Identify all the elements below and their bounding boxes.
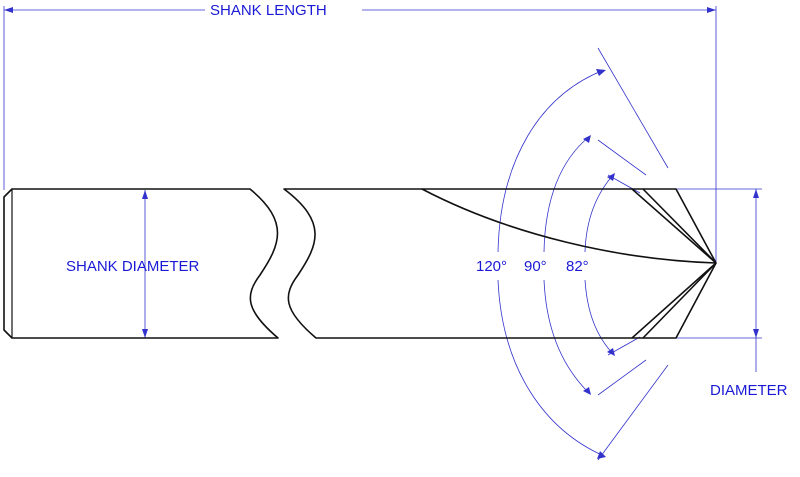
shank-diameter-label: SHANK DIAMETER [66, 258, 200, 275]
facet-lower-2 [642, 262, 717, 339]
drill-outline [3, 188, 717, 339]
angle-arc-90-lower [543, 279, 591, 395]
arrow-82-lower [607, 348, 615, 356]
angle-label-90: 90° [524, 258, 547, 275]
angle-arc-82-lower [584, 279, 615, 356]
facet-upper-1 [631, 188, 717, 264]
angle-ext-120-upper [597, 47, 669, 169]
angle-ext-90-lower [597, 359, 647, 396]
arrowheads [4, 7, 759, 459]
diameter-label: DIAMETER [710, 382, 788, 399]
flute-curve [421, 188, 717, 264]
angle-ext-90-upper [597, 139, 647, 176]
arrow-120-upper [596, 69, 606, 76]
arrow-90-lower [583, 387, 591, 395]
arrow-82-upper [607, 173, 615, 181]
arrow-diameter-bottom [753, 329, 759, 338]
angle-ext-120-lower [597, 364, 669, 461]
arrow-diameter-top [753, 189, 759, 198]
shank-left-body [3, 188, 279, 339]
dimension-lines [3, 6, 762, 461]
facet-upper-2 [642, 188, 717, 264]
arrow-shank-dia-bottom [142, 329, 148, 338]
drill-body [283, 188, 717, 339]
angle-label-120: 120° [476, 258, 508, 275]
arrow-shank-length-left [4, 7, 13, 13]
angle-arc-120-upper [497, 69, 605, 253]
arrow-90-upper [583, 135, 591, 143]
facet-lower-1 [631, 262, 717, 339]
arrow-120-lower [597, 451, 606, 459]
angle-arc-90-upper [543, 135, 591, 253]
angle-arc-120-lower [497, 279, 605, 457]
arrow-shank-length-right [707, 7, 716, 13]
arrow-shank-dia-top [142, 190, 148, 199]
angle-arc-82-upper [584, 173, 615, 253]
angle-label-82: 82° [566, 258, 589, 275]
shank-length-label: SHANK LENGTH [210, 2, 327, 19]
